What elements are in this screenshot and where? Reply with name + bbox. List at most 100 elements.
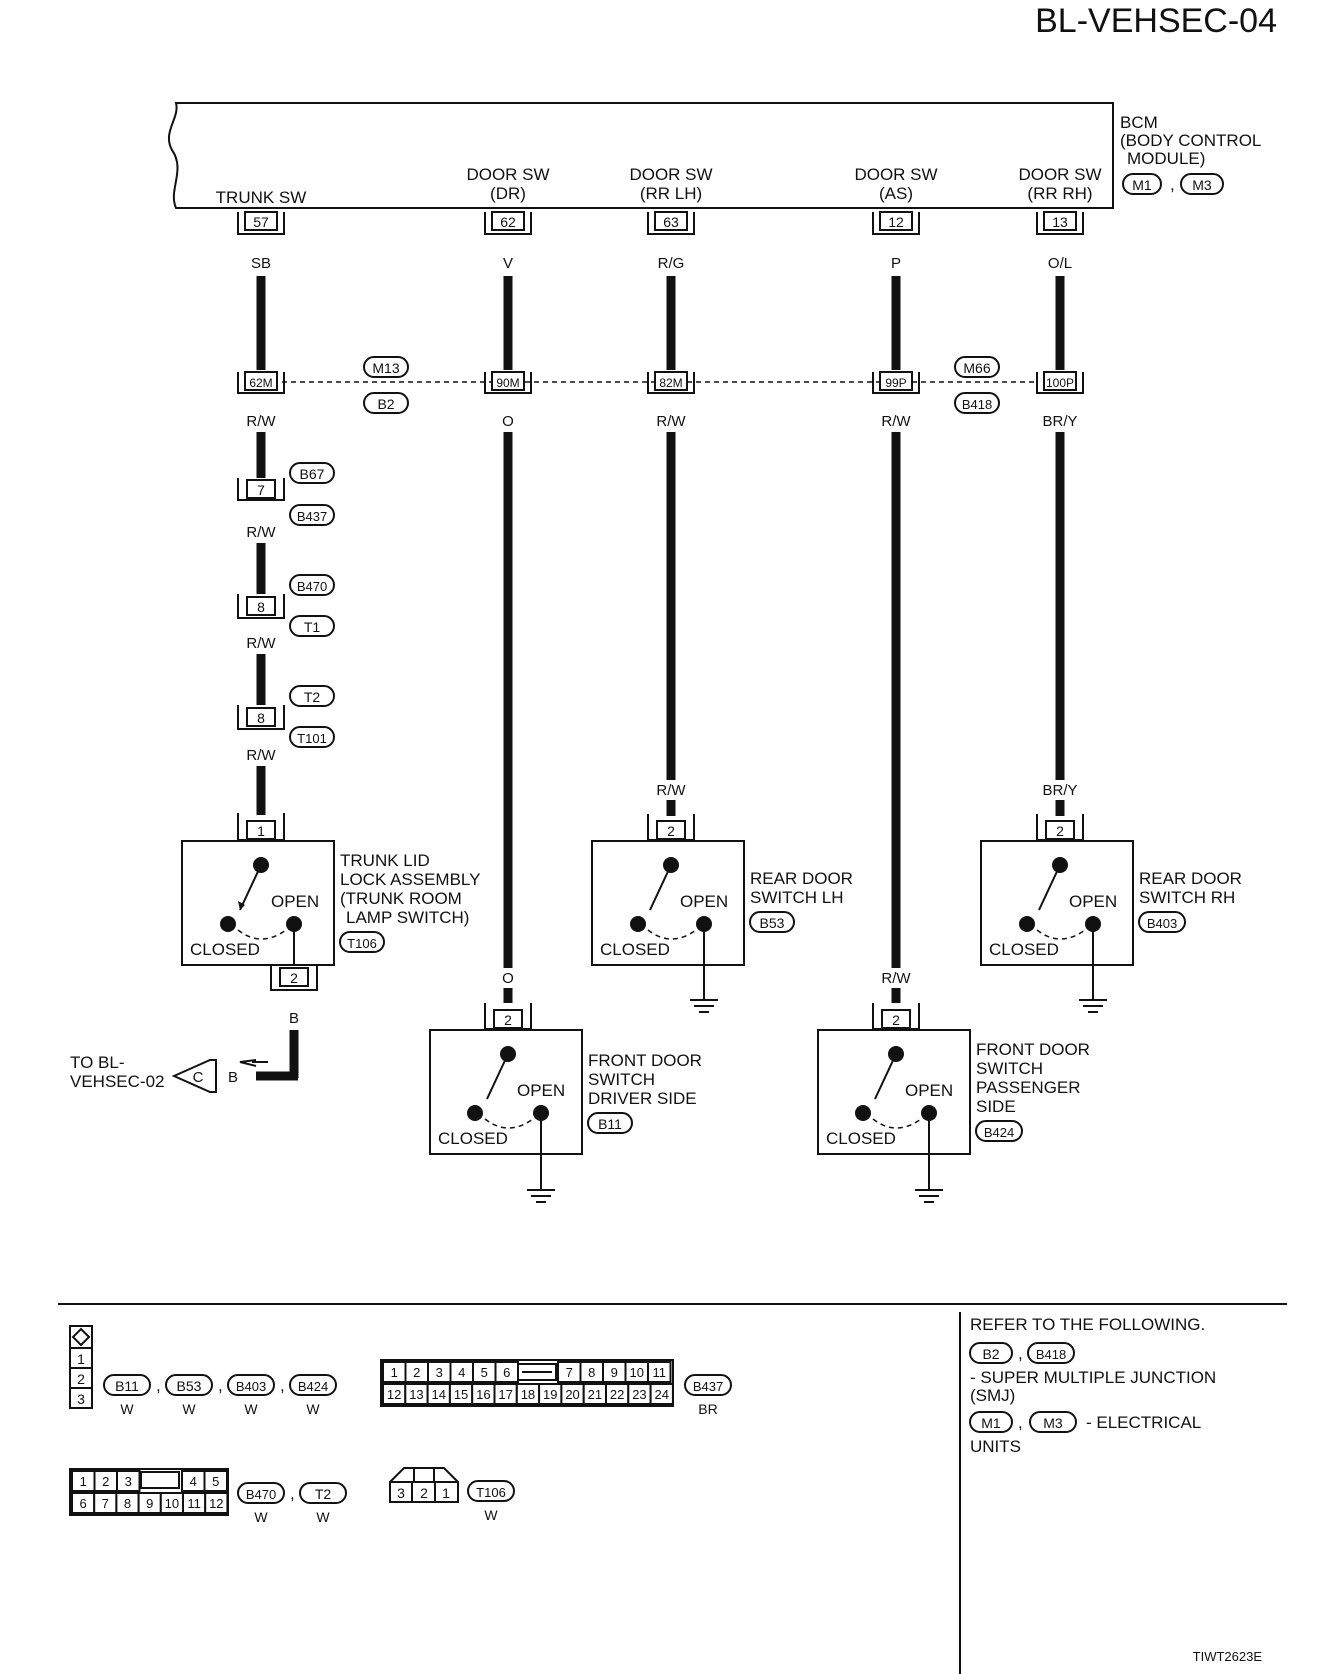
svg-text:VEHSEC-02: VEHSEC-02 <box>70 1072 164 1091</box>
bcm-wire-colors: SB V R/G P O/L <box>251 255 1072 272</box>
svg-text:M3: M3 <box>1043 1415 1063 1431</box>
svg-text:B53: B53 <box>760 915 785 931</box>
pin-number: 8 <box>588 1365 595 1380</box>
pin-number: 10 <box>165 1496 179 1511</box>
svg-text:(DR): (DR) <box>490 184 526 203</box>
bcm-terminal-labels: TRUNK SW DOOR SW (DR) DOOR SW (RR LH) DO… <box>216 165 1102 207</box>
svg-text:O: O <box>502 413 514 430</box>
svg-text:82M: 82M <box>659 376 682 390</box>
svg-text:FRONT DOOR: FRONT DOOR <box>588 1051 702 1070</box>
svg-text:DOOR SW: DOOR SW <box>629 165 712 184</box>
svg-text:,: , <box>290 1484 295 1503</box>
pin-number: 2 <box>102 1474 109 1489</box>
svg-text:PASSENGER: PASSENGER <box>976 1078 1081 1097</box>
svg-text:1: 1 <box>257 823 265 839</box>
pin-number: 5 <box>212 1474 219 1489</box>
pin-number: 11 <box>187 1496 201 1511</box>
svg-text:SWITCH RH: SWITCH RH <box>1139 888 1235 907</box>
svg-text:3: 3 <box>397 1485 405 1501</box>
svg-text:UNITS: UNITS <box>970 1437 1021 1456</box>
svg-text:1: 1 <box>442 1485 450 1501</box>
svg-text:B437: B437 <box>297 509 327 524</box>
pin-number: 1 <box>391 1365 398 1380</box>
svg-text:B470: B470 <box>297 579 327 594</box>
bcm-pins: 57 62 63 12 13 <box>237 211 1084 235</box>
refer-section: REFER TO THE FOLLOWING. B2 , B418 - SUPE… <box>969 1315 1216 1456</box>
svg-text:62: 62 <box>500 214 516 230</box>
svg-text:BR/Y: BR/Y <box>1042 782 1077 799</box>
pin-number: 20 <box>565 1387 579 1402</box>
pin-cell <box>116 1470 141 1492</box>
pin-number: 6 <box>79 1496 86 1511</box>
svg-text:REFER TO THE FOLLOWING.: REFER TO THE FOLLOWING. <box>970 1315 1205 1334</box>
figure-code: TIWT2623E <box>1193 1649 1263 1664</box>
svg-text:FRONT DOOR: FRONT DOOR <box>976 1040 1090 1059</box>
svg-text:3: 3 <box>77 1391 85 1407</box>
svg-text:- ELECTRICAL: - ELECTRICAL <box>1086 1413 1201 1432</box>
svg-text:CLOSED: CLOSED <box>826 1129 896 1148</box>
pin-cell <box>203 1470 228 1492</box>
pin-number: 12 <box>209 1496 223 1511</box>
svg-text:2: 2 <box>77 1371 85 1387</box>
svg-text:B403: B403 <box>236 1379 266 1394</box>
rear-door-switch-rh: BR/Y 2 OPEN CLOSED REAR DOOR SWITCH RH B… <box>980 782 1242 1013</box>
svg-text:M1: M1 <box>981 1415 1001 1431</box>
svg-text:T106: T106 <box>476 1485 506 1500</box>
pin-number: 18 <box>521 1387 535 1402</box>
svg-text:2: 2 <box>420 1485 428 1501</box>
svg-text:B11: B11 <box>115 1378 139 1394</box>
svg-text:CLOSED: CLOSED <box>989 940 1059 959</box>
pin-number: 2 <box>413 1365 420 1380</box>
svg-text:63: 63 <box>663 214 679 230</box>
svg-text:- SUPER MULTIPLE JUNCTION: - SUPER MULTIPLE JUNCTION <box>970 1368 1216 1387</box>
svg-text:B403: B403 <box>1147 916 1177 931</box>
pin-number: 5 <box>481 1365 488 1380</box>
svg-text:B: B <box>228 1069 238 1086</box>
wires-lower <box>503 432 1065 968</box>
svg-text:DOOR SW: DOOR SW <box>466 165 549 184</box>
svg-text:(RR LH): (RR LH) <box>640 184 702 203</box>
svg-text:,: , <box>156 1376 161 1395</box>
svg-text:B2: B2 <box>982 1346 999 1362</box>
pin-number: 15 <box>454 1387 468 1402</box>
svg-text:OPEN: OPEN <box>271 892 319 911</box>
svg-text:R/W: R/W <box>656 413 686 430</box>
page-title: BL-VEHSEC-04 <box>1035 2 1277 40</box>
svg-text:B424: B424 <box>298 1379 328 1394</box>
svg-text:R/W: R/W <box>881 970 911 987</box>
svg-text:OPEN: OPEN <box>680 892 728 911</box>
legend-connector-4: 3 2 1 T106 W <box>389 1467 515 1523</box>
svg-text:(AS): (AS) <box>879 184 913 203</box>
svg-text:B418: B418 <box>962 397 992 412</box>
svg-text:,: , <box>280 1376 285 1395</box>
svg-text:M66: M66 <box>963 360 990 376</box>
svg-text:CLOSED: CLOSED <box>600 940 670 959</box>
svg-text:(TRUNK ROOM: (TRUNK ROOM <box>340 889 462 908</box>
svg-text:W: W <box>120 1401 134 1417</box>
svg-text:12: 12 <box>888 214 904 230</box>
trunk-chain: 7 B67 B437 R/W 8 B470 T1 R/W 8 T2 T101 R… <box>237 432 335 815</box>
pin-number: 7 <box>566 1365 573 1380</box>
svg-text:TRUNK LID: TRUNK LID <box>340 851 430 870</box>
svg-text:BR: BR <box>698 1401 717 1417</box>
svg-text:LAMP SWITCH): LAMP SWITCH) <box>346 908 469 927</box>
svg-text:T106: T106 <box>347 936 377 951</box>
front-door-switch-passenger: R/W 2 OPEN CLOSED FRONT DOOR SWITCH PASS… <box>817 970 1090 1203</box>
pin-cell <box>647 1361 672 1383</box>
pin-number: 16 <box>476 1387 490 1402</box>
svg-text:R/W: R/W <box>656 782 686 799</box>
svg-text:SWITCH: SWITCH <box>976 1059 1043 1078</box>
pin-number: 8 <box>124 1496 131 1511</box>
svg-text:13: 13 <box>1052 214 1068 230</box>
svg-text:W: W <box>182 1401 196 1417</box>
pin-number: 17 <box>498 1387 512 1402</box>
pin-number: 4 <box>458 1365 465 1380</box>
svg-text:OPEN: OPEN <box>905 1081 953 1100</box>
svg-text:V: V <box>503 255 513 272</box>
svg-text:T101: T101 <box>297 731 327 746</box>
svg-text:SWITCH LH: SWITCH LH <box>750 888 844 907</box>
svg-text:BR/Y: BR/Y <box>1042 413 1077 430</box>
svg-text:SB: SB <box>251 255 271 272</box>
svg-text:SWITCH: SWITCH <box>588 1070 655 1089</box>
